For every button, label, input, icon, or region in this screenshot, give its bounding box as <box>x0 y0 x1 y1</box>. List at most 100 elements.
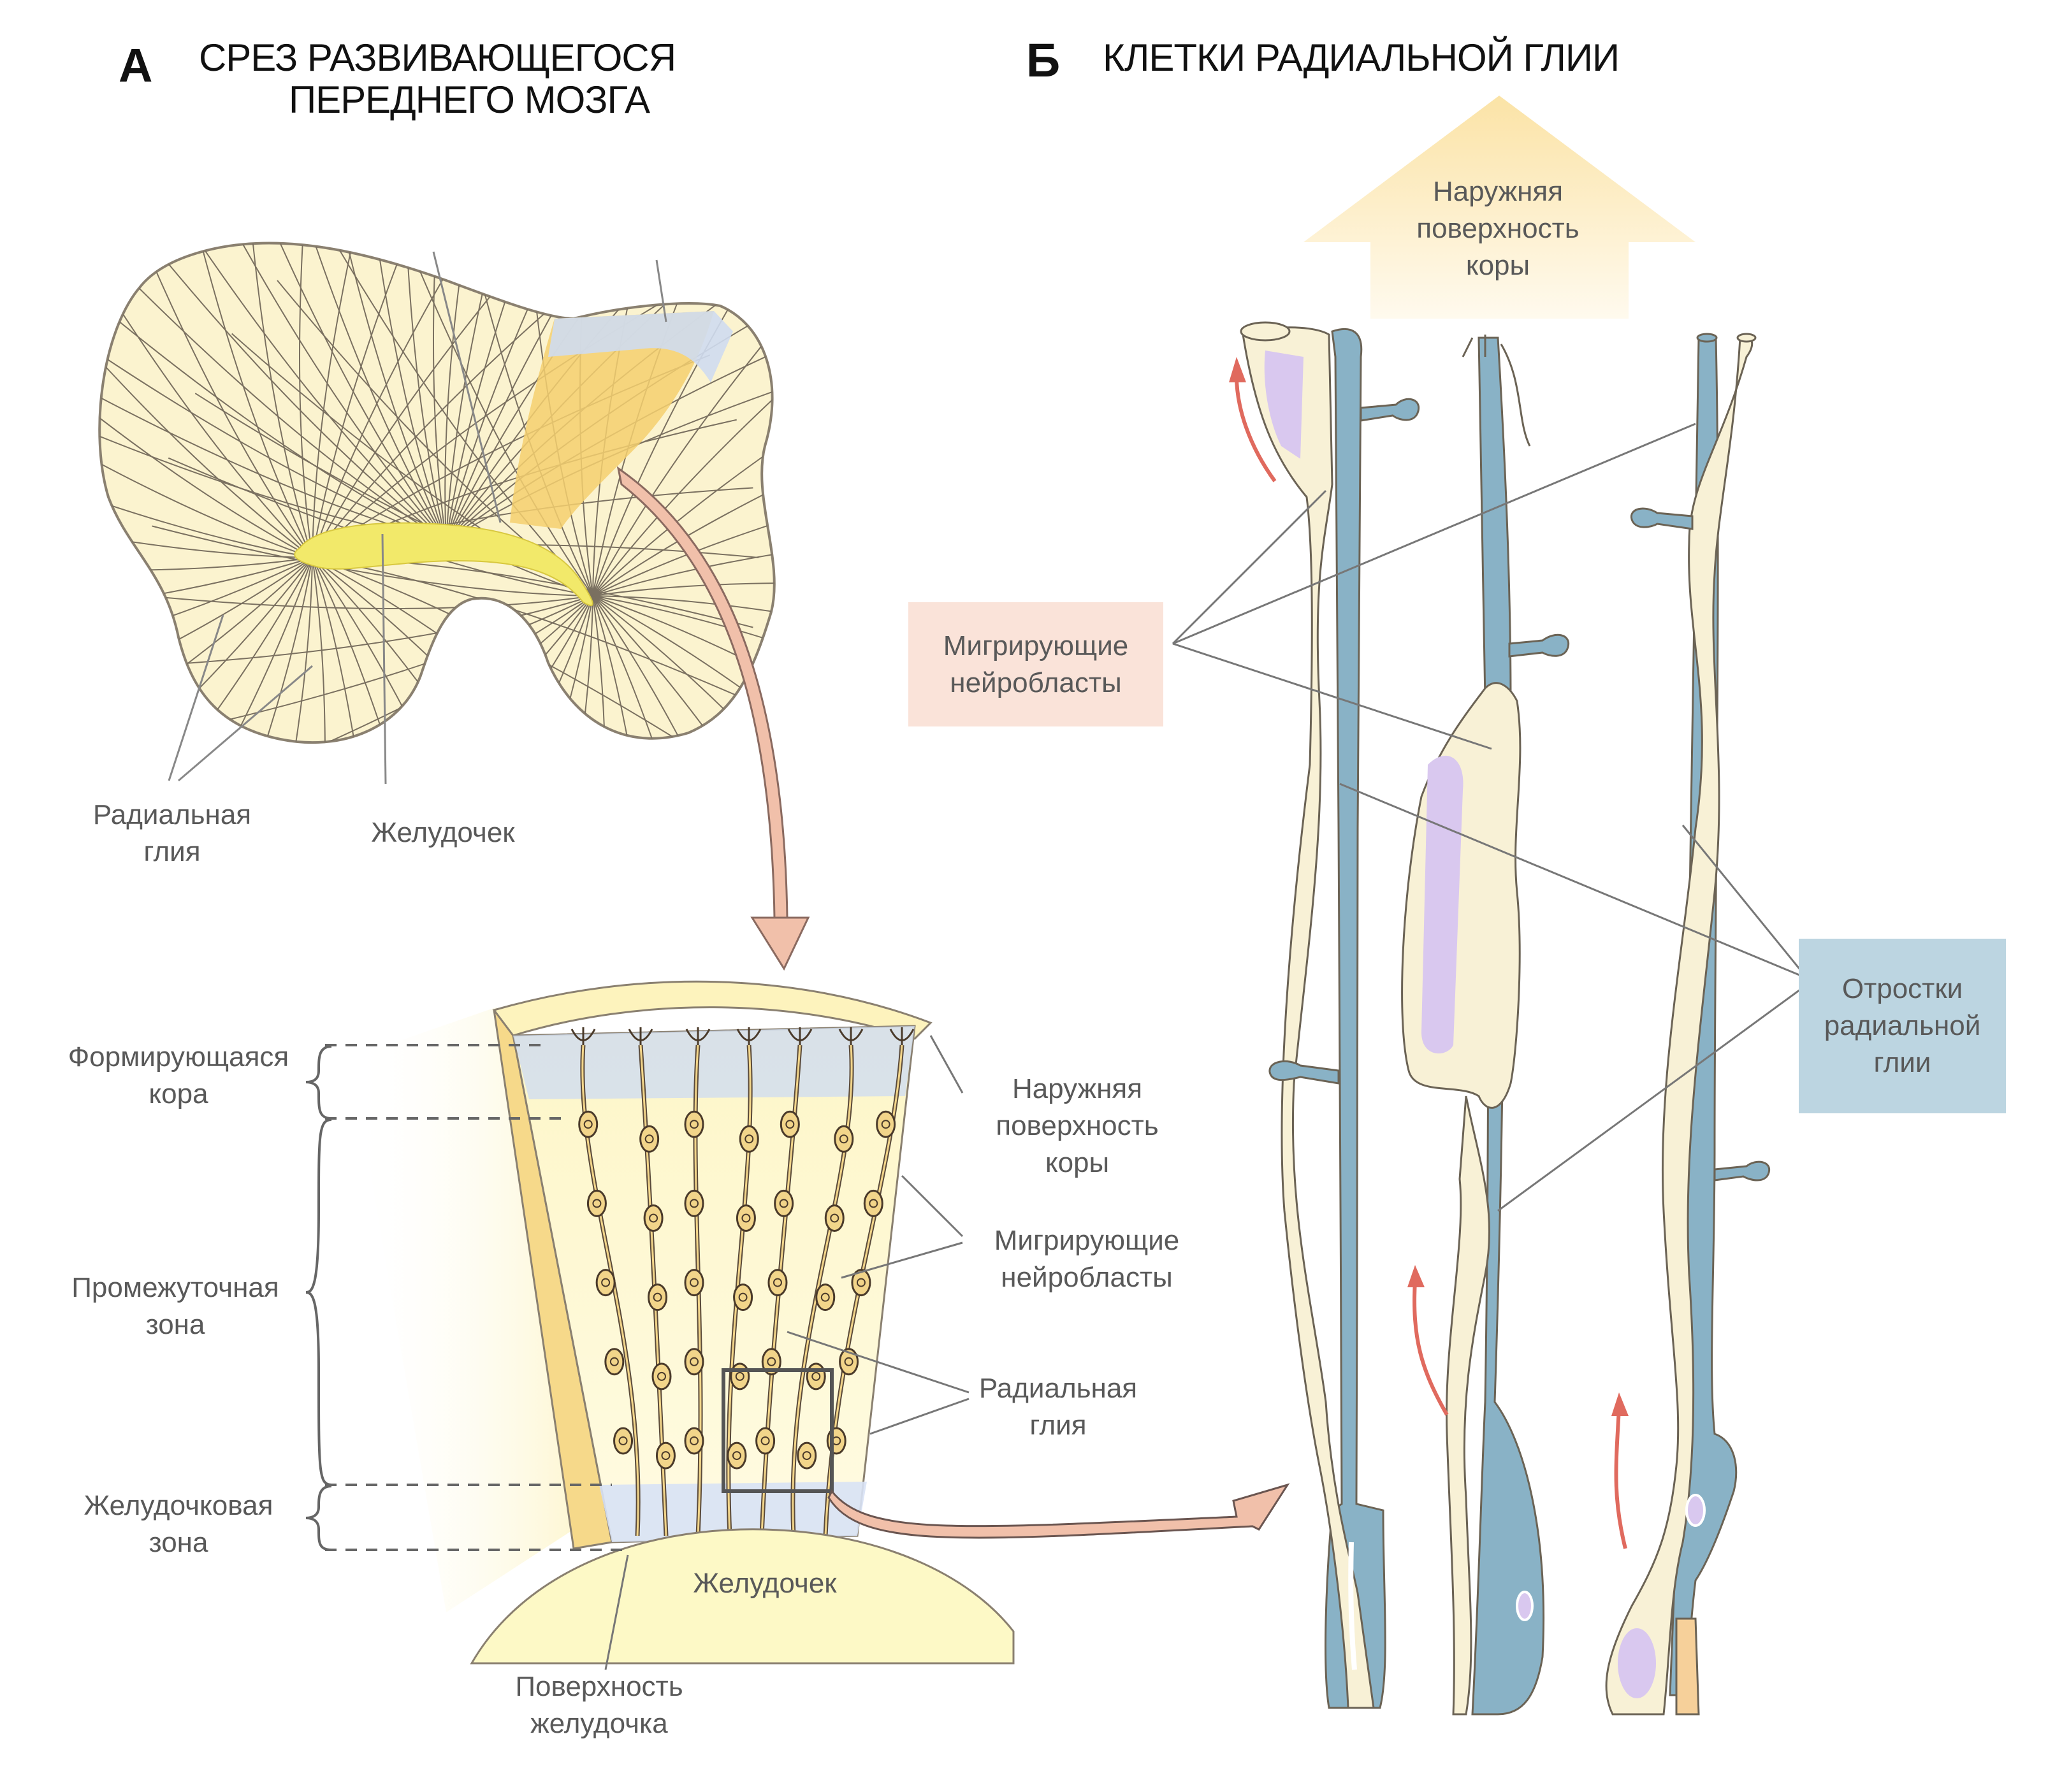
label-line: поверхность <box>1416 213 1579 244</box>
neuroblast-nucleus <box>830 1213 839 1223</box>
neuroblasts-label-box: Мигрирующие нейробласты <box>908 602 1163 726</box>
radial-glia-line <box>168 595 593 735</box>
neuroblast-2 <box>1401 682 1521 1109</box>
label-line: Мигрирующие <box>943 630 1129 661</box>
label-ventricle-bottom: Желудочек <box>669 1565 860 1602</box>
radial-glia-line <box>433 243 447 542</box>
radial-glia-line <box>277 595 593 743</box>
radial-glia-line <box>134 243 447 542</box>
neuroblast-nucleus <box>779 1199 788 1208</box>
label-line: Желудочек <box>371 817 515 848</box>
label-line: коры <box>1045 1147 1110 1178</box>
neuroblast-cell-body <box>834 1125 854 1153</box>
label-migrating-neuroblasts-a: Мигрирующие нейробласты <box>975 1222 1198 1296</box>
label-intermediate-zone: Промежуточная зона <box>38 1269 312 1343</box>
neuroblast-nucleus <box>583 1120 593 1129</box>
neuroblast-nucleus <box>732 1451 741 1461</box>
glia-endfoot <box>628 1027 653 1045</box>
neuroblast-nucleus <box>760 1436 770 1445</box>
zoom-arrow-right <box>827 1483 1290 1539</box>
neuroblast-cell-body <box>839 1348 859 1376</box>
neuroblast-cell-body <box>648 1283 668 1311</box>
label-line: Формирующаяся <box>68 1041 289 1073</box>
neuroblast-nucleus <box>869 1199 878 1208</box>
panel-a-title-line1: СРЕЗ РАЗВИВАЮЩЕГОСЯ <box>198 36 676 79</box>
neuroblast-nucleus <box>735 1371 744 1381</box>
radial-glia-line <box>592 595 664 743</box>
label-line: кора <box>149 1078 208 1109</box>
neuroblast-cell-body <box>755 1427 776 1455</box>
neuroblast-cell-body <box>595 1269 616 1297</box>
radial-glia-line <box>201 243 447 542</box>
glia-branch-1b <box>1268 1060 1340 1085</box>
radial-glia-line <box>446 243 655 542</box>
neuroblast-cell-body <box>736 1204 756 1232</box>
radial-glia-line <box>99 243 313 558</box>
wedge-top-band <box>513 1026 915 1099</box>
label-line: Отростки <box>1841 973 1963 1004</box>
radial-glia-line <box>592 582 774 596</box>
label-line: Желудочек <box>693 1568 837 1599</box>
radial-glia-line <box>166 243 447 542</box>
label-outer-surface-arrow: Наружняя поверхность коры <box>1402 173 1594 284</box>
panel-b-letter: Б <box>1026 34 1061 87</box>
radial-glia-line <box>592 595 774 743</box>
label-radial-glia-top: Радиальная глия <box>76 797 268 871</box>
label-ventricle-top: Желудочек <box>347 814 539 851</box>
neuroblast-2-tail <box>1446 1095 1491 1716</box>
neuroblast-cell-body <box>684 1110 704 1138</box>
migration-arrows <box>1235 375 1627 1549</box>
radial-glia-line <box>173 243 313 558</box>
radial-glia-line <box>592 595 774 735</box>
glia-endfoot <box>736 1027 762 1045</box>
wedge-leader-lines <box>604 1035 969 1670</box>
neuroblast-cell-body <box>739 1125 759 1153</box>
radial-glia-line <box>152 525 593 596</box>
panel-a-title-line2: ПЕРЕДНЕГО МОЗГА <box>288 78 650 121</box>
zoom-arrow-down <box>616 466 810 971</box>
radial-glia-line <box>522 595 593 743</box>
neuroblast-cell-body <box>684 1348 704 1376</box>
label-line: зона <box>149 1527 208 1558</box>
neuroblast-cell-body <box>761 1348 781 1376</box>
neuroblast-nucleus <box>820 1292 830 1302</box>
radial-glia-line <box>446 243 575 542</box>
radial-glia-line <box>99 324 447 542</box>
radial-glia-line <box>592 243 774 596</box>
neuroblast-cell-body <box>655 1442 676 1470</box>
radial-glia-line <box>312 557 326 743</box>
radial-glia-line <box>592 457 774 596</box>
neuroblast-nucleus <box>618 1436 628 1445</box>
neuroblast-cell-body <box>824 1204 845 1232</box>
radial-glia-fiber <box>581 1044 639 1536</box>
brain-section <box>98 242 776 784</box>
label-line: глия <box>1029 1410 1087 1441</box>
neuroblast-cell-body <box>767 1269 788 1297</box>
neuroblast-cell-body <box>733 1283 753 1311</box>
neuroblast-nucleus <box>609 1357 619 1366</box>
neuroblast-nucleus <box>601 1278 611 1287</box>
cortical-wedge <box>351 980 933 1612</box>
neuroblast-cell-body <box>651 1362 672 1391</box>
radial-glia-line <box>359 243 447 542</box>
ventricle-shape <box>294 522 593 606</box>
radial-glia-line <box>99 294 313 558</box>
neuroblast-nucleus <box>767 1357 776 1366</box>
panel-b-title: КЛЕТКИ РАДИАЛЬНОЙ ГЛИИ <box>1103 36 1620 79</box>
radial-glia-fiber <box>792 1044 853 1536</box>
radial-glia-line <box>446 243 615 542</box>
neuroblast-nucleus <box>773 1278 782 1287</box>
glia-processes-label-box: Отростки радиальной глии <box>1799 939 2006 1113</box>
label-line: Желудочковая <box>84 1490 273 1521</box>
radial-glia-line <box>312 243 383 558</box>
panel-a-letter: А <box>119 39 153 92</box>
outer-surface-arrow <box>1303 96 1696 319</box>
neuroblast-cell-body <box>851 1269 871 1297</box>
radial-glia-line <box>592 595 732 743</box>
neuroblast-nucleus <box>690 1199 699 1208</box>
panel-b-leader-lines <box>1172 423 1808 1212</box>
neuroblast-cell-body <box>643 1204 664 1232</box>
neuroblast-nucleus <box>844 1357 853 1366</box>
label-line: поверхность <box>996 1110 1159 1141</box>
neuroblast-nucleus <box>690 1436 699 1445</box>
